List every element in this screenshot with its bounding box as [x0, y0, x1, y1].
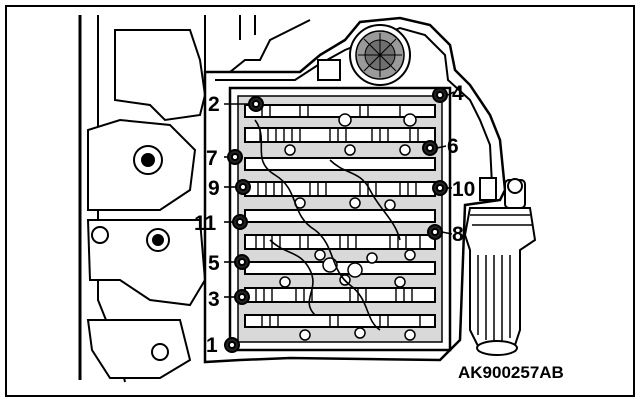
callout-9: 9 — [208, 177, 220, 200]
callout-7: 7 — [206, 147, 218, 170]
callout-1: 1 — [206, 334, 218, 357]
oil-filter-assembly — [463, 177, 537, 356]
callout-4: 4 — [452, 82, 464, 105]
valve-body — [228, 86, 452, 352]
callout-5: 5 — [208, 252, 220, 275]
callout-11: 11 — [194, 212, 217, 235]
figure-frame — [5, 5, 635, 397]
figure-reference-code: AK900257AB — [458, 363, 564, 382]
callout-3: 3 — [208, 288, 220, 311]
callout-6: 6 — [447, 135, 459, 158]
transmission-case — [78, 15, 311, 383]
callout-8: 8 — [452, 223, 464, 246]
callout-10: 10 — [452, 178, 475, 201]
callout-leaders — [224, 91, 455, 346]
solenoid-connector — [317, 24, 411, 86]
callout-2: 2 — [208, 93, 220, 116]
callout-labels: 1 2 3 4 5 6 7 8 9 10 11 — [194, 82, 475, 357]
